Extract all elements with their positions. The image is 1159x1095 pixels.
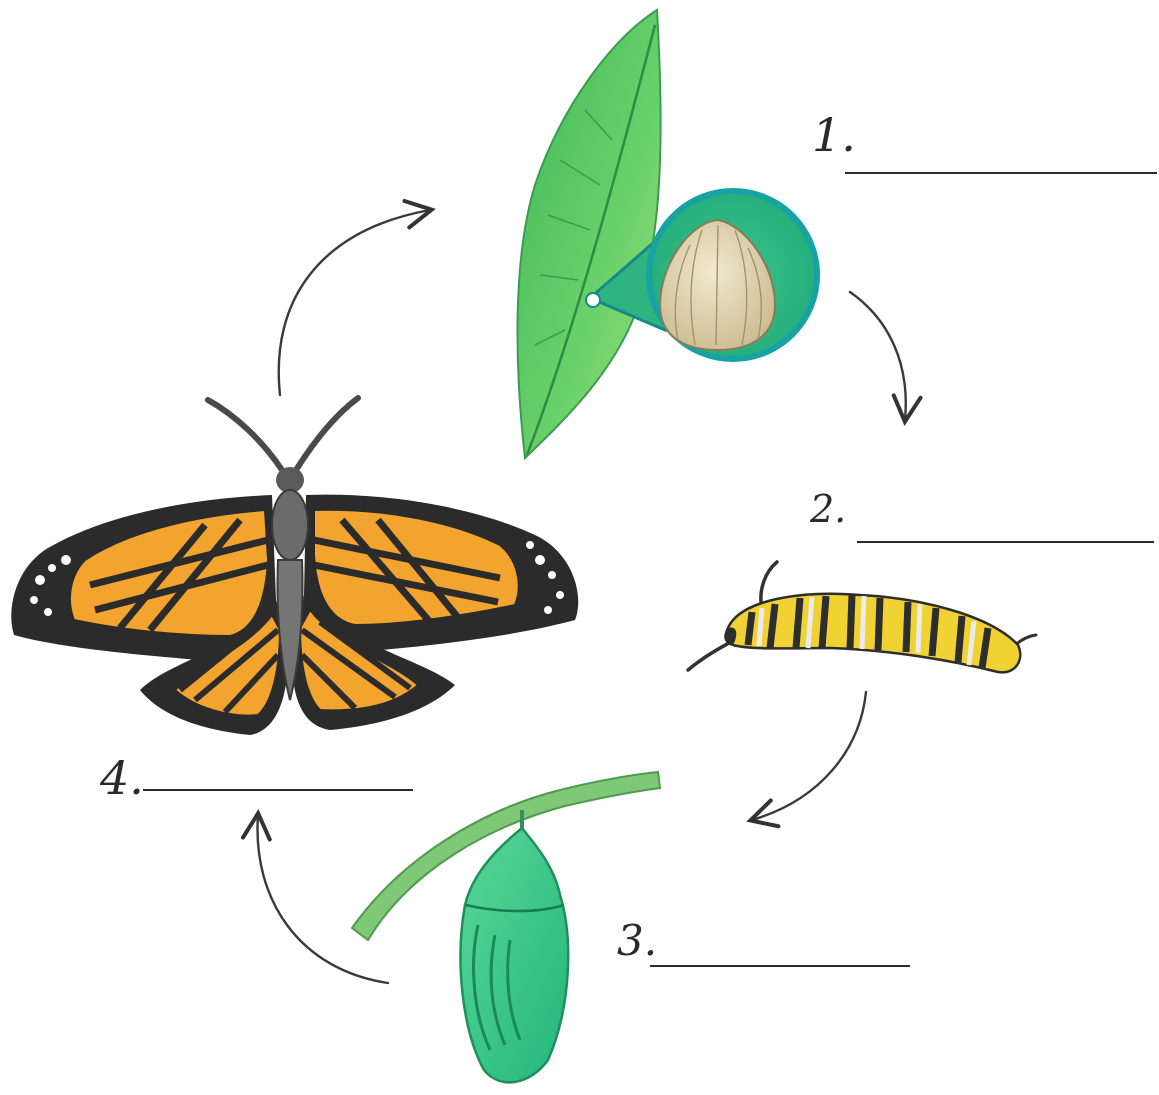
egg-dot: [586, 293, 600, 307]
cycle-arrow-icon: [850, 292, 906, 420]
chrysalis-body: [461, 828, 569, 1082]
butterfly-thorax: [272, 490, 308, 560]
chrysalis-icon: [352, 772, 660, 1082]
cycle-arrow-icon: [279, 210, 430, 395]
leaf-with-egg-icon: [517, 10, 817, 458]
stage-1-number: 1.: [812, 112, 856, 158]
caterpillar-icon: [688, 562, 1036, 672]
butterfly-antenna-right: [296, 398, 358, 470]
caterpillar-front-leg-filament: [688, 640, 735, 670]
stage-1-answer-line[interactable]: [845, 172, 1157, 174]
butterfly-icon: [11, 398, 578, 735]
cycle-arrow-icon: [257, 815, 388, 983]
stage-2-number: 2.: [810, 490, 846, 528]
stage-4-number: 4.: [100, 755, 144, 801]
stage-4-answer-line[interactable]: [143, 789, 413, 791]
leaf: [517, 10, 660, 458]
stage-3-number: 3.: [617, 920, 657, 962]
butterfly-antenna-left: [208, 400, 282, 470]
stage-2-answer-line[interactable]: [857, 541, 1154, 543]
cycle-arrow-icon: [752, 692, 866, 820]
stage-3-answer-line[interactable]: [650, 965, 910, 967]
